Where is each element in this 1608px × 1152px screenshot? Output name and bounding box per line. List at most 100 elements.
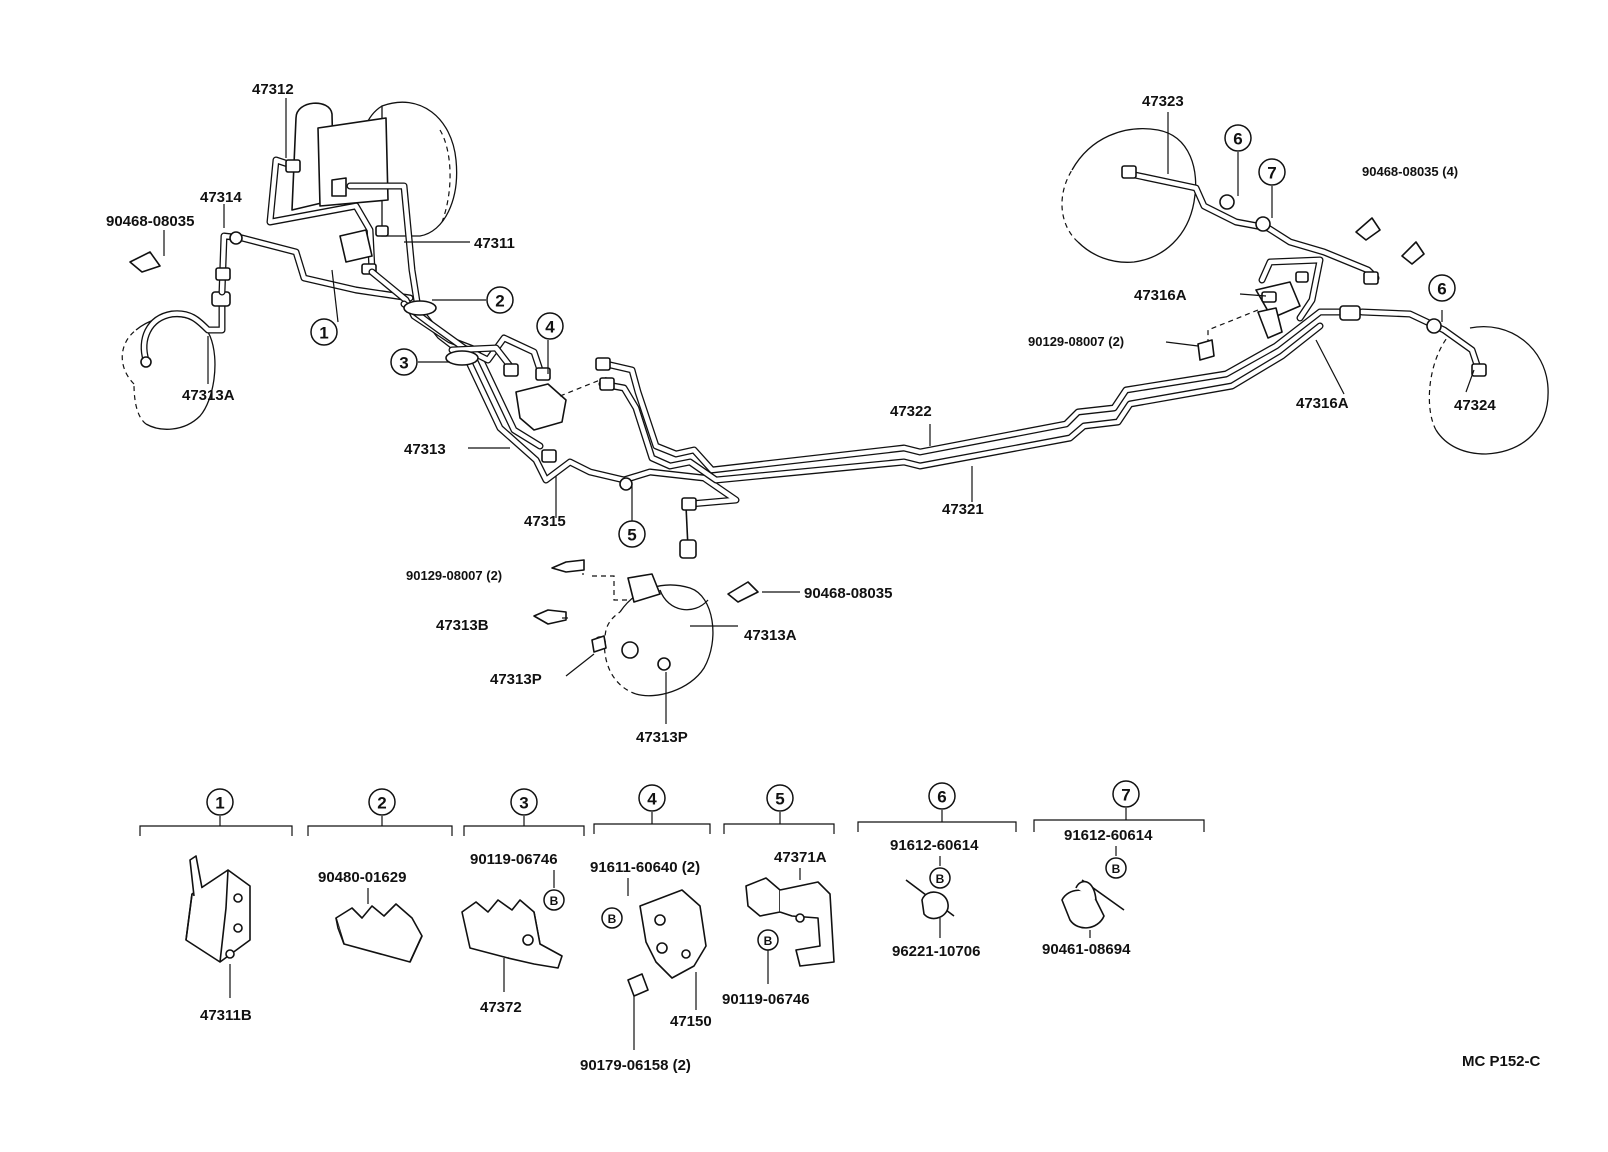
label-91612-60614-g7: 91612-60614	[1064, 827, 1153, 844]
front-left-hose	[140, 291, 231, 368]
svg-text:2: 2	[495, 292, 504, 311]
clamp-47372	[461, 899, 563, 969]
pipe-47314	[215, 231, 414, 302]
master-cylinder	[291, 102, 389, 211]
callout-1-upper: 1	[310, 318, 338, 346]
detail-group-2: 2 90480-01629	[307, 788, 453, 963]
label-47312: 47312	[252, 81, 294, 98]
rear-pipes	[1121, 165, 1487, 377]
svg-text:4: 4	[647, 790, 657, 809]
label-90179-06158: 90179-06158 (2)	[580, 1057, 691, 1074]
detail-group-4: 4 91611-60640 (2) B 47150 90179-06158 (2…	[580, 784, 712, 1074]
label-47313P-a: 47313P	[490, 671, 542, 688]
svg-text:B: B	[936, 872, 945, 886]
upper-labels: 47312 47314 90468-08035 47311 47313A 473…	[106, 81, 1496, 746]
clip-90461-08694	[1061, 879, 1125, 929]
label-96221-10706: 96221-10706	[892, 943, 980, 960]
front-left-drum	[121, 315, 216, 430]
detail-group-3: 3 90119-06746 B 47372	[461, 788, 585, 1016]
label-47316A-a: 47316A	[1134, 287, 1187, 304]
svg-text:3: 3	[519, 794, 528, 813]
bolt-90129-rr	[1197, 339, 1215, 361]
label-47313A-fl: 47313A	[182, 387, 235, 404]
label-90129-rr: 90129-08007 (2)	[1028, 334, 1124, 349]
label-47322: 47322	[890, 403, 932, 420]
rear-left-drum	[1061, 128, 1197, 263]
b-marker-g7: B	[1105, 857, 1127, 879]
three-way-joint	[515, 375, 611, 431]
label-47313A-mid: 47313A	[744, 627, 797, 644]
bolt-90129-mid	[551, 559, 628, 601]
label-90468-rr: 90468-08035 (4)	[1362, 164, 1458, 179]
label-91611-60640: 91611-60640 (2)	[590, 859, 700, 876]
svg-text:B: B	[764, 934, 773, 948]
nut-47313P	[591, 635, 607, 653]
clips-90468-rr	[1355, 217, 1425, 265]
svg-text:5: 5	[627, 526, 636, 545]
b-marker-g6: B	[929, 867, 951, 889]
label-47315: 47315	[524, 513, 566, 530]
callout-5-upper: 5	[618, 520, 646, 548]
front-right-drum	[594, 497, 714, 697]
pipes-47321-47322	[595, 308, 1348, 484]
bracket-47371A	[745, 877, 835, 967]
label-90468-mid: 90468-08035	[804, 585, 892, 602]
svg-text:B: B	[550, 894, 559, 908]
label-47311B: 47311B	[200, 1007, 252, 1024]
svg-text:2: 2	[377, 794, 386, 813]
clip-90468-fl	[129, 251, 161, 273]
pipe-47312	[266, 156, 376, 274]
label-47372: 47372	[480, 999, 522, 1016]
svg-text:6: 6	[1233, 130, 1242, 149]
bolt-47313B	[533, 609, 567, 625]
callout-2-upper: 2	[486, 286, 514, 314]
detail-group-6: 6 91612-60614 B 96221-10706	[857, 782, 1017, 960]
svg-text:7: 7	[1267, 164, 1276, 183]
detail-group-5: 5 47371A B 90119-06746	[722, 784, 835, 1008]
svg-text:6: 6	[1437, 280, 1446, 299]
b-marker-g3: B	[543, 889, 565, 911]
label-47323: 47323	[1142, 93, 1184, 110]
svg-text:1: 1	[215, 794, 224, 813]
svg-text:6: 6	[937, 788, 946, 807]
label-90119-06746-g3: 90119-06746	[470, 851, 558, 868]
svg-text:4: 4	[545, 318, 555, 337]
clip-90468-mid	[727, 581, 759, 603]
label-90480-01629: 90480-01629	[318, 869, 406, 886]
label-90119-06746-g5: 90119-06746	[722, 991, 810, 1008]
clip-96221-10706	[905, 879, 955, 920]
detail-group-7: 7 91612-60614 B 90461-08694	[1033, 780, 1205, 958]
label-90461-08694: 90461-08694	[1042, 941, 1131, 958]
callout-3-upper: 3	[390, 348, 418, 376]
label-47311: 47311	[474, 235, 515, 252]
clamp-90480-01629	[335, 903, 423, 963]
proportioning-valve	[339, 225, 389, 275]
label-47150: 47150	[670, 1013, 712, 1030]
callout-6-upper-a: 6	[1224, 124, 1252, 152]
svg-text:7: 7	[1121, 786, 1130, 805]
b-marker-g4: B	[601, 907, 623, 929]
rear-right-drum	[1428, 326, 1549, 455]
callout-7-upper: 7	[1258, 158, 1286, 186]
label-47314: 47314	[200, 189, 242, 206]
union-47150	[639, 889, 707, 979]
svg-text:B: B	[1112, 862, 1121, 876]
callout-6-upper-b: 6	[1428, 274, 1456, 302]
label-47371A: 47371A	[774, 849, 827, 866]
clamp-47311B	[185, 855, 251, 963]
svg-text:3: 3	[399, 354, 408, 373]
label-47313B: 47313B	[436, 617, 489, 634]
label-91612-60614-g6: 91612-60614	[890, 837, 979, 854]
label-47321: 47321	[942, 501, 984, 518]
bolt-90179-06158	[627, 973, 649, 997]
label-47313P-b: 47313P	[636, 729, 688, 746]
detail-group-1: 1 47311B	[139, 788, 293, 1024]
label-47324: 47324	[1454, 397, 1496, 414]
diagram-code: MC P152-C	[1462, 1053, 1541, 1070]
label-90129-mid: 90129-08007 (2)	[406, 568, 502, 583]
svg-text:B: B	[608, 912, 617, 926]
pipe-bundle-front	[346, 182, 740, 508]
rear-three-way	[1207, 271, 1309, 346]
detail-groups: 1 47311B 2 90480-01629	[139, 780, 1205, 1074]
